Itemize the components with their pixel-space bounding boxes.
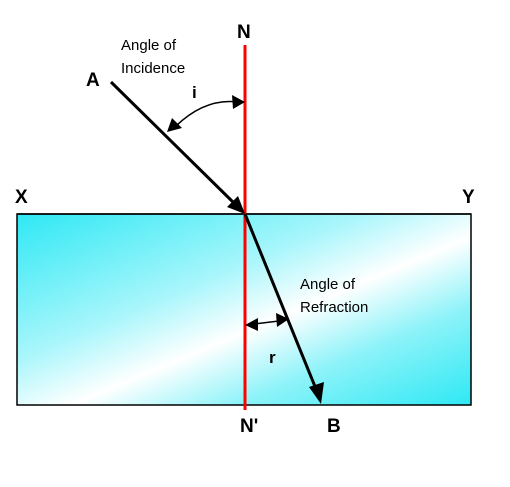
incidence-caption-line-2: Incidence — [121, 60, 185, 77]
refracted-ray — [243, 213, 318, 390]
incidence-angle-arc — [175, 100, 239, 127]
label-surface-left: X — [15, 187, 28, 208]
label-incident-start: A — [86, 70, 100, 91]
refraction-angle-symbol: r — [269, 348, 276, 367]
refraction-caption-line-2: Refraction — [300, 299, 368, 316]
refraction-arc-arrowhead-left — [245, 318, 258, 331]
label-surface-right: Y — [462, 187, 475, 208]
refraction-caption-line-1: Angle of — [300, 276, 356, 293]
refraction-arc-arrowhead-right — [276, 313, 289, 327]
label-normal-top: N — [237, 22, 251, 43]
refracted-ray-arrowhead — [309, 382, 324, 404]
label-normal-bottom: N' — [240, 416, 258, 437]
incidence-arc-arrowhead-right — [232, 95, 245, 109]
label-refracted-end: B — [327, 416, 341, 437]
refraction-angle-arc — [253, 320, 280, 325]
incident-ray-arrowhead — [227, 196, 245, 214]
incident-ray — [109, 80, 238, 207]
incidence-arc-arrowhead-left — [167, 118, 182, 132]
incidence-angle-symbol: i — [192, 83, 197, 102]
incidence-caption-line-1: Angle of — [121, 37, 177, 54]
